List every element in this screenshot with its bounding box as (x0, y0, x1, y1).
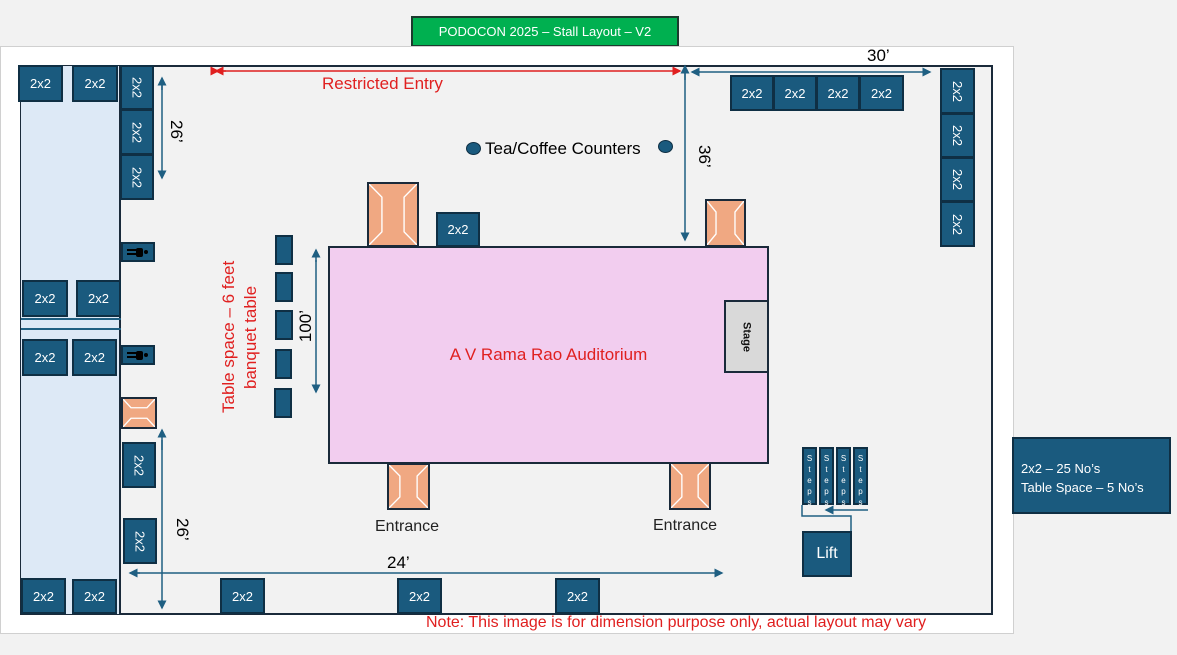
stall-2x2[interactable]: 2x2 (120, 65, 154, 110)
stall-2x2[interactable]: 2x2 (730, 75, 774, 111)
stage: Stage (724, 300, 769, 373)
stall-2x2[interactable]: 2x2 (123, 518, 157, 564)
stall-2x2[interactable]: 2x2 (773, 75, 817, 111)
dim-26ft-bottom: 26’ (173, 518, 192, 541)
disclaimer-note: Note: This image is for dimension purpos… (426, 614, 927, 631)
stall-2x2[interactable]: 2x2 (940, 157, 975, 202)
washroom (121, 242, 155, 262)
stall-2x2[interactable]: 2x2 (816, 75, 860, 111)
tea-counter-icon (466, 142, 481, 155)
banquet-table[interactable] (275, 310, 293, 340)
restricted-entry-label: Restricted Entry (322, 74, 443, 93)
door-top-right[interactable] (705, 199, 746, 247)
stall-2x2[interactable]: 2x2 (220, 578, 265, 614)
legend-stalls: 2x2 – 25 No’s (1021, 461, 1101, 476)
stall-2x2[interactable]: 2x2 (18, 65, 63, 102)
tea-coffee-label: Tea/Coffee Counters (485, 139, 641, 158)
corridor-divider (21, 318, 121, 320)
stall-2x2[interactable]: 2x2 (120, 154, 154, 200)
entrance-label: Entrance (375, 518, 440, 535)
auditorium (328, 246, 769, 464)
person-icon (127, 248, 148, 257)
door-icon (123, 399, 155, 427)
washroom (121, 345, 155, 365)
stall-2x2[interactable]: 2x2 (940, 201, 975, 247)
layout-title: PODOCON 2025 – Stall Layout – V2 (411, 16, 679, 47)
stall-2x2[interactable]: 2x2 (436, 212, 480, 247)
door-entrance-right[interactable] (669, 462, 711, 510)
door-icon (707, 201, 744, 245)
legend-box: 2x2 – 25 No’s Table Space – 5 No’s (1012, 437, 1171, 514)
stall-2x2[interactable]: 2x2 (72, 65, 118, 102)
banquet-table[interactable] (275, 272, 293, 302)
door-left[interactable] (121, 397, 157, 429)
corridor-divider (21, 328, 121, 330)
banquet-table[interactable] (274, 388, 292, 418)
stall-2x2[interactable]: 2x2 (120, 109, 154, 155)
entrance-label: Entrance (653, 517, 718, 534)
stall-2x2[interactable]: 2x2 (76, 280, 121, 317)
stall-2x2[interactable]: 2x2 (555, 578, 600, 614)
dim-26ft-top: 26’ (167, 120, 186, 143)
dim-36ft: 36’ (695, 145, 714, 168)
stall-2x2[interactable]: 2x2 (940, 68, 975, 114)
stall-2x2[interactable]: 2x2 (22, 280, 68, 317)
dim-30ft: 30’ (867, 46, 890, 65)
stall-2x2[interactable]: 2x2 (72, 579, 117, 614)
door-top-left[interactable] (367, 182, 419, 247)
stall-2x2[interactable]: 2x2 (122, 442, 156, 488)
stall-2x2[interactable]: 2x2 (940, 113, 975, 158)
door-icon (671, 464, 709, 508)
door-icon (369, 184, 417, 245)
banquet-table[interactable] (275, 349, 292, 379)
lift[interactable]: Lift (802, 531, 852, 577)
dim-100ft: 100’ (296, 310, 315, 343)
stall-2x2[interactable]: 2x2 (22, 339, 68, 376)
door-entrance-left[interactable] (387, 463, 430, 510)
banquet-table[interactable] (275, 235, 293, 265)
stall-2x2[interactable]: 2x2 (859, 75, 904, 111)
door-icon (389, 465, 428, 508)
stall-2x2[interactable]: 2x2 (397, 578, 442, 614)
auditorium-label: A V Rama Rao Auditorium (449, 345, 648, 364)
person-icon (127, 351, 148, 360)
legend-tables: Table Space – 5 No’s (1021, 480, 1144, 495)
stall-2x2[interactable]: 2x2 (72, 339, 117, 376)
coffee-counter-icon (658, 140, 673, 153)
dim-24ft: 24’ (387, 553, 410, 572)
stall-2x2[interactable]: 2x2 (21, 578, 66, 614)
